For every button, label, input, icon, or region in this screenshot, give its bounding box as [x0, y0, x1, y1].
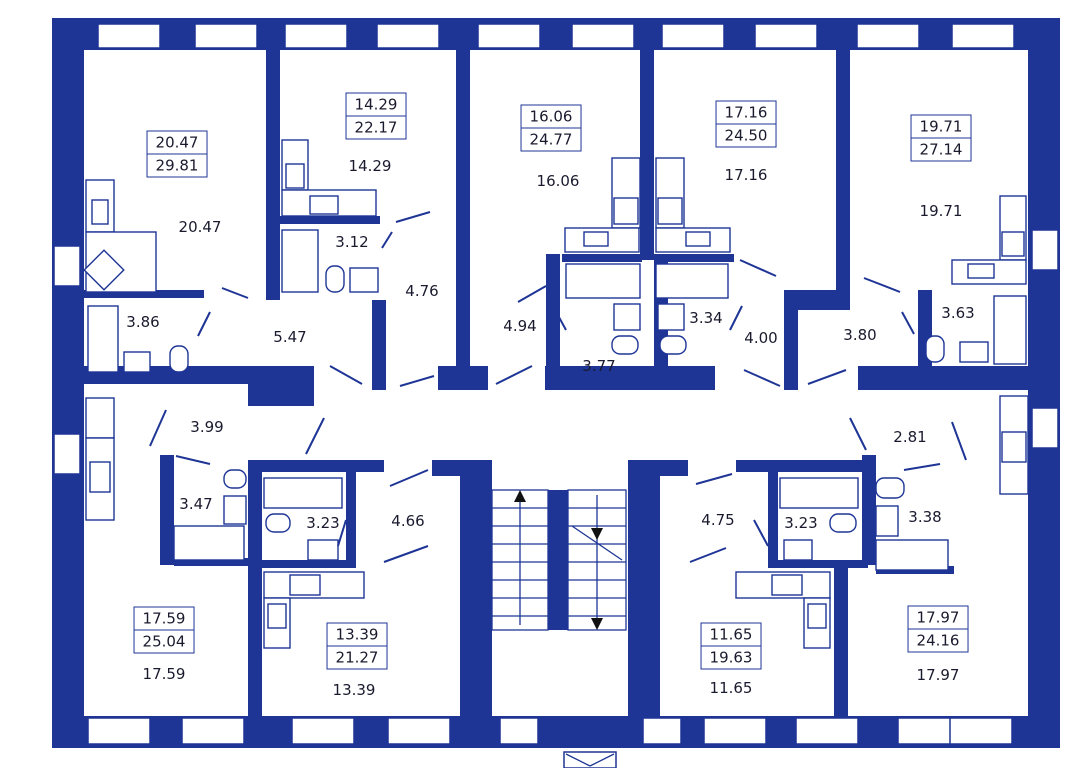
top-windows — [97, 23, 1015, 49]
total-area: 25.04 — [134, 629, 194, 653]
total-area: 24.50 — [716, 123, 776, 147]
apartment-area-box-7: 13.39 21.27 — [326, 622, 388, 670]
bath-area-5: 3.63 — [941, 304, 975, 322]
room-area-apt6: 17.59 — [142, 665, 186, 683]
bottom-windows — [87, 717, 1013, 745]
apartment-area-box-4: 17.16 24.50 — [715, 100, 777, 148]
total-area: 29.81 — [147, 153, 207, 177]
room-area-apt7: 13.39 — [332, 681, 376, 699]
fixtures — [83, 139, 1029, 649]
bath-area-2: 3.12 — [335, 233, 369, 251]
living-area: 14.29 — [354, 95, 398, 114]
apartment-area-box-6: 17.59 25.04 — [133, 606, 195, 654]
living-area: 19.71 — [919, 117, 963, 136]
bath-area-9: 3.38 — [908, 508, 942, 526]
stair-up-arrow-icon — [514, 490, 526, 502]
apartment-area-box-8: 11.65 19.63 — [700, 622, 762, 670]
hall-area-1: 5.47 — [273, 328, 307, 346]
apartment-area-box-1: 20.47 29.81 — [146, 130, 208, 178]
hall-area-3: 4.94 — [503, 317, 537, 335]
total-area: 24.16 — [908, 628, 968, 652]
staircase — [491, 489, 627, 768]
apartment-area-box-5: 19.71 27.14 — [910, 114, 972, 162]
stair-down-arrow-icon — [591, 618, 603, 630]
room-area-apt5: 19.71 — [919, 202, 963, 220]
living-area: 20.47 — [155, 133, 199, 152]
hall-area-2: 4.76 — [405, 282, 439, 300]
total-area: 27.14 — [911, 137, 971, 161]
room-area-apt8: 11.65 — [709, 679, 753, 697]
living-area: 13.39 — [335, 625, 379, 644]
living-area: 17.59 — [142, 609, 186, 628]
room-area-apt1: 20.47 — [178, 218, 222, 236]
hall-area-4: 4.00 — [744, 329, 778, 347]
bath-area-1: 3.86 — [126, 313, 160, 331]
hall-area-6: 3.99 — [190, 418, 224, 436]
hall-area-7: 4.66 — [391, 512, 425, 530]
bath-area-6: 3.47 — [179, 495, 213, 513]
living-area: 11.65 — [709, 625, 753, 644]
room-area-apt9: 17.97 — [916, 666, 960, 684]
room-area-apt3: 16.06 — [536, 172, 580, 190]
room-area-apt4: 17.16 — [724, 166, 768, 184]
side-windows — [53, 229, 1059, 475]
living-area: 17.97 — [916, 608, 960, 627]
hall-area-8: 4.75 — [701, 511, 735, 529]
door-swings — [149, 211, 967, 563]
apartment-area-box-2: 14.29 22.17 — [345, 92, 407, 140]
hall-area-5: 3.80 — [843, 326, 877, 344]
stair-mid-arrow-icon — [591, 528, 603, 540]
room-area-apt2: 14.29 — [348, 157, 392, 175]
total-area: 22.17 — [346, 115, 406, 139]
outer-wall-right — [1028, 18, 1060, 748]
apartment-area-box-9: 17.97 24.16 — [907, 605, 969, 653]
outer-wall-left — [52, 18, 84, 748]
bath-area-3: 3.77 — [582, 357, 616, 375]
bath-area-4: 3.34 — [689, 309, 723, 327]
total-area: 24.77 — [521, 127, 581, 151]
living-area: 16.06 — [529, 107, 573, 126]
apartment-area-box-3: 16.06 24.77 — [520, 104, 582, 152]
total-area: 21.27 — [327, 645, 387, 669]
living-area: 17.16 — [724, 103, 768, 122]
hall-area-9: 2.81 — [893, 428, 927, 446]
bath-area-8: 3.23 — [784, 514, 818, 532]
bath-area-7: 3.23 — [306, 514, 340, 532]
total-area: 19.63 — [701, 645, 761, 669]
